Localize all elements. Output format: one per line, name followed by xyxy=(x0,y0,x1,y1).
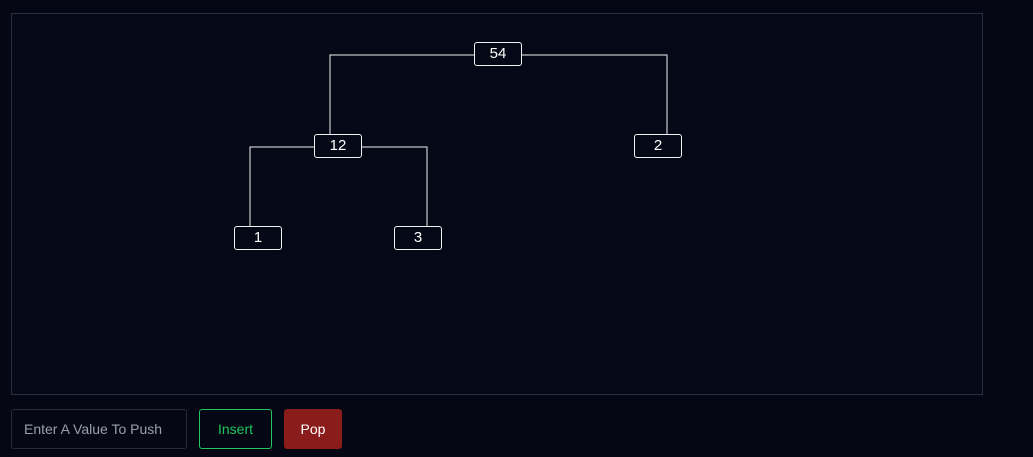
edge-12-1 xyxy=(249,146,315,226)
tree-edges xyxy=(249,54,668,226)
edge-54-12 xyxy=(329,54,475,134)
edge-12-3 xyxy=(362,146,428,226)
edge-54-2 xyxy=(522,54,668,134)
push-value-input[interactable] xyxy=(11,409,187,449)
tree-node-root: 54 xyxy=(474,42,522,66)
tree-node-left-right: 3 xyxy=(394,226,442,250)
insert-button[interactable]: Insert xyxy=(199,409,272,449)
tree-node-right: 2 xyxy=(634,134,682,158)
pop-button[interactable]: Pop xyxy=(284,409,342,449)
tree-canvas: 54 12 2 1 3 xyxy=(11,13,983,395)
tree-node-left: 12 xyxy=(314,134,362,158)
tree-node-left-left: 1 xyxy=(234,226,282,250)
